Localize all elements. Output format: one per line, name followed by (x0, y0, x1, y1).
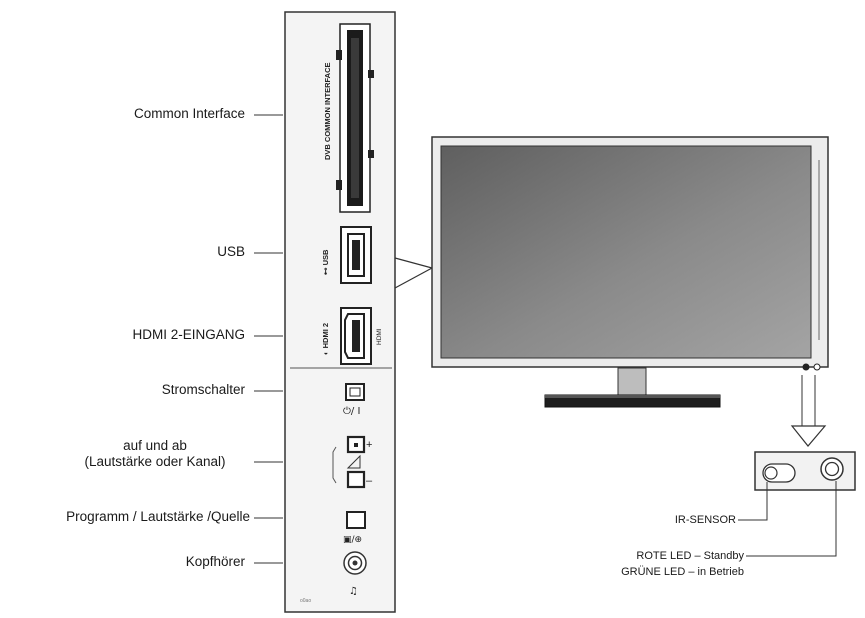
hdmi-connector-text: HDMI (376, 328, 383, 345)
leader-lines (254, 114, 283, 564)
slot-label: DVB COMMON INTERFACE (323, 63, 332, 161)
hdmi-port (340, 307, 372, 365)
label-ir-sensor: IR-SENSOR (674, 514, 736, 526)
power-symbol: ⏻/ I (343, 406, 360, 417)
label-up-down-line1: auf und ab (123, 438, 187, 453)
volume-channel-buttons (332, 435, 366, 489)
tv-set (431, 136, 829, 408)
power-switch-button (345, 383, 365, 401)
tv-stand-neck (617, 367, 647, 397)
label-headphones: Kopfhörer (185, 554, 245, 569)
tv-screen (440, 145, 812, 359)
sensor-detail (754, 451, 856, 491)
side-panel: DVB COMMON INTERFACE ⊷ USB ◐ HDMI 2 HDMI… (284, 11, 396, 613)
headphone-symbol: ♫ (349, 586, 358, 597)
sensor-leader-lines (738, 481, 837, 557)
minus-sign: – (366, 475, 373, 487)
tv-ir-dot (813, 363, 821, 371)
label-up-down: auf und ab (Lautstärke oder Kanal) (60, 438, 250, 470)
source-symbol: ▣/⊕ (343, 535, 362, 545)
headphone-jack (343, 551, 367, 575)
program-button (346, 511, 366, 529)
label-up-down-line2: (Lautstärke oder Kanal) (84, 454, 226, 469)
usb-port (340, 226, 372, 284)
label-usb: USB (217, 244, 245, 259)
label-green-led: GRÜNE LED – in Betrieb (621, 566, 744, 578)
usb-port-label: ⊷ USB (321, 249, 330, 275)
panel-to-tv-lines (394, 257, 433, 289)
model-text: o0ao (300, 598, 311, 604)
label-power-switch: Stromschalter (161, 382, 245, 397)
tv-led-dot (802, 363, 810, 371)
plus-sign: + (366, 439, 372, 451)
label-hdmi2: HDMI 2-EINGANG (132, 327, 245, 342)
common-interface-slot (336, 23, 374, 213)
label-red-led: ROTE LED – Standby (636, 550, 744, 562)
label-common-interface: Common Interface (133, 106, 245, 121)
detail-arrow (790, 375, 827, 447)
hdmi-port-label: ◐ HDMI 2 (321, 323, 330, 355)
label-program: Programm / Lautstärke /Quelle (66, 509, 250, 524)
